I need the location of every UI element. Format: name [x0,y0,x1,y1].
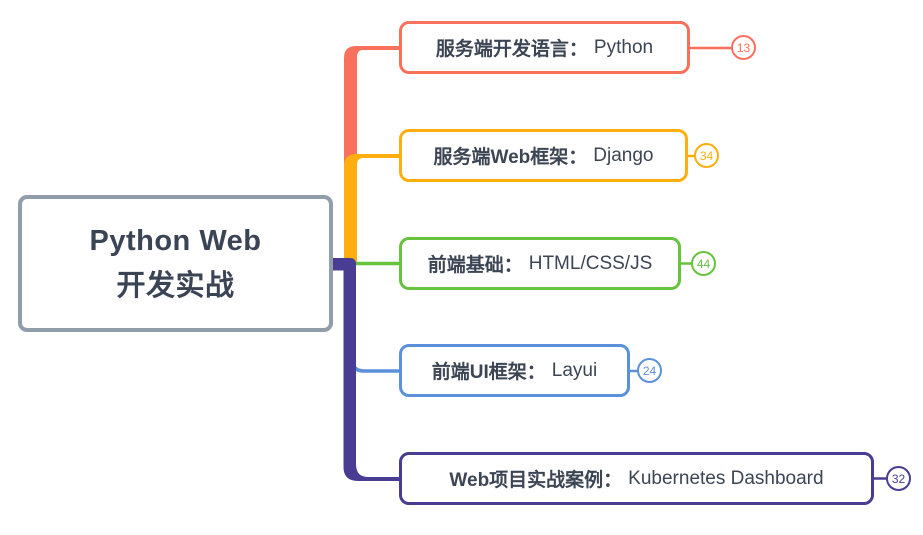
topic-web-framework-django[interactable]: 服务端Web框架：Django [399,129,688,182]
topic-label-prefix: 服务端开发语言： [435,39,588,60]
topic-label-prefix: 前端基础： [427,255,523,276]
root-topic-python-web[interactable]: Python Web 开发实战 [18,195,333,332]
topic-label-prefix: 前端UI框架： [431,362,546,383]
topic-label-value: Python [593,36,654,58]
root-title-line1: Python Web [89,224,262,257]
topic-label-value: Kubernetes Dashboard [628,467,824,489]
count-badge-python[interactable]: 13 [731,35,756,60]
count-badge-django[interactable]: 34 [694,143,719,168]
topic-label-value: HTML/CSS/JS [528,252,653,274]
topic-label-value: Django [593,144,654,166]
count-badge-frontend-basics[interactable]: 44 [691,251,716,276]
topic-project-kubernetes-dashboard[interactable]: Web项目实战案例：Kubernetes Dashboard [399,452,874,505]
count-badge-layui[interactable]: 24 [637,358,662,383]
branch-connector-kubernetes [333,258,399,481]
topic-label-prefix: 服务端Web框架： [433,147,588,168]
topic-server-language-python[interactable]: 服务端开发语言：Python [399,21,690,74]
branch-connector-layui [350,285,399,373]
topic-frontend-ui-layui[interactable]: 前端UI框架：Layui [399,344,630,397]
root-title-line2: 开发实战 [116,269,235,302]
topic-label-prefix: Web项目实战案例： [449,470,623,491]
topic-label-value: Layui [551,359,598,381]
count-badge-kubernetes[interactable]: 32 [886,466,911,491]
topic-frontend-basics[interactable]: 前端基础：HTML/CSS/JS [399,237,681,290]
branch-connector-django [344,154,399,262]
